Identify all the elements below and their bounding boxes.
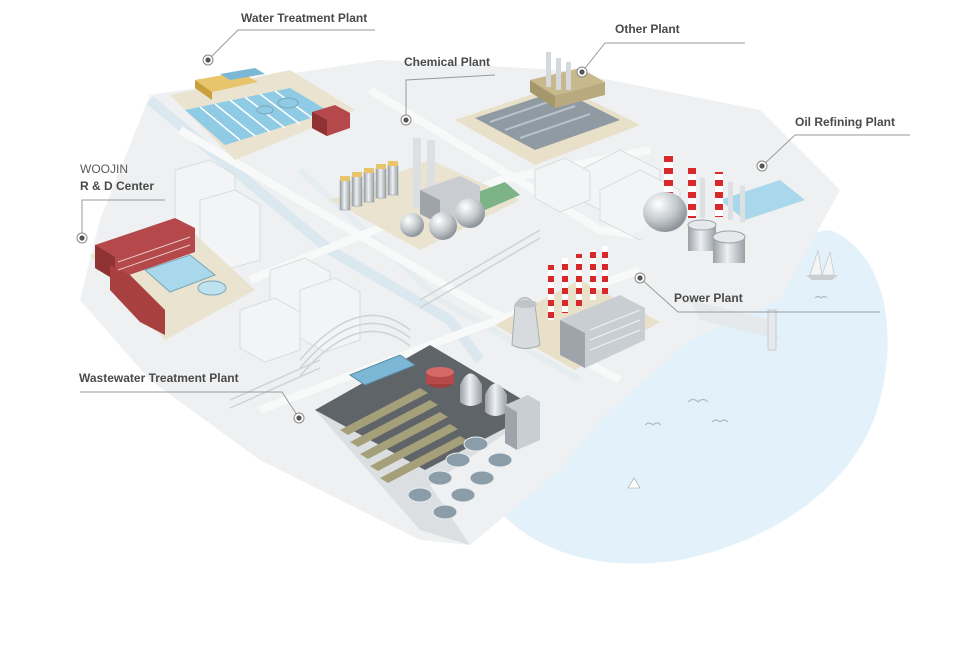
target-dot-icon [756, 160, 768, 172]
birds [644, 295, 828, 426]
rd-center-illustration [90, 218, 255, 340]
label-wastewater-treatment-plant[interactable]: Wastewater Treatment Plant [79, 371, 239, 385]
canal [146, 96, 484, 363]
oil-refining-plant-illustration [630, 155, 815, 275]
label-chemical-plant[interactable]: Chemical Plant [404, 55, 491, 69]
label-power-plant[interactable]: Power Plant [674, 291, 743, 305]
canal [297, 167, 582, 383]
label-rd-center-company[interactable]: WOOJIN [80, 162, 128, 176]
chemical-plant-illustration [330, 138, 520, 250]
target-dot-icon [293, 412, 305, 424]
leader-lines [80, 29, 910, 419]
pipe-bridge [229, 229, 541, 409]
target-dot-icon [400, 114, 412, 126]
label-other-plant[interactable]: Other Plant [615, 22, 680, 36]
power-plant-illustration [495, 246, 660, 370]
wastewater-treatment-plant-illustration [315, 345, 540, 545]
target-dot-icon [202, 54, 214, 66]
label-rd-center[interactable]: R & D Center [80, 179, 155, 193]
harbor-details [627, 249, 838, 489]
label-water-treatment-plant[interactable]: Water Treatment Plant [241, 11, 368, 25]
target-dot-icon [76, 232, 88, 244]
label-oil-refining-plant[interactable]: Oil Refining Plant [795, 115, 896, 129]
target-dot-icon [576, 66, 588, 78]
water-treatment-plant-illustration [170, 68, 355, 160]
target-dot-icon [634, 272, 646, 284]
